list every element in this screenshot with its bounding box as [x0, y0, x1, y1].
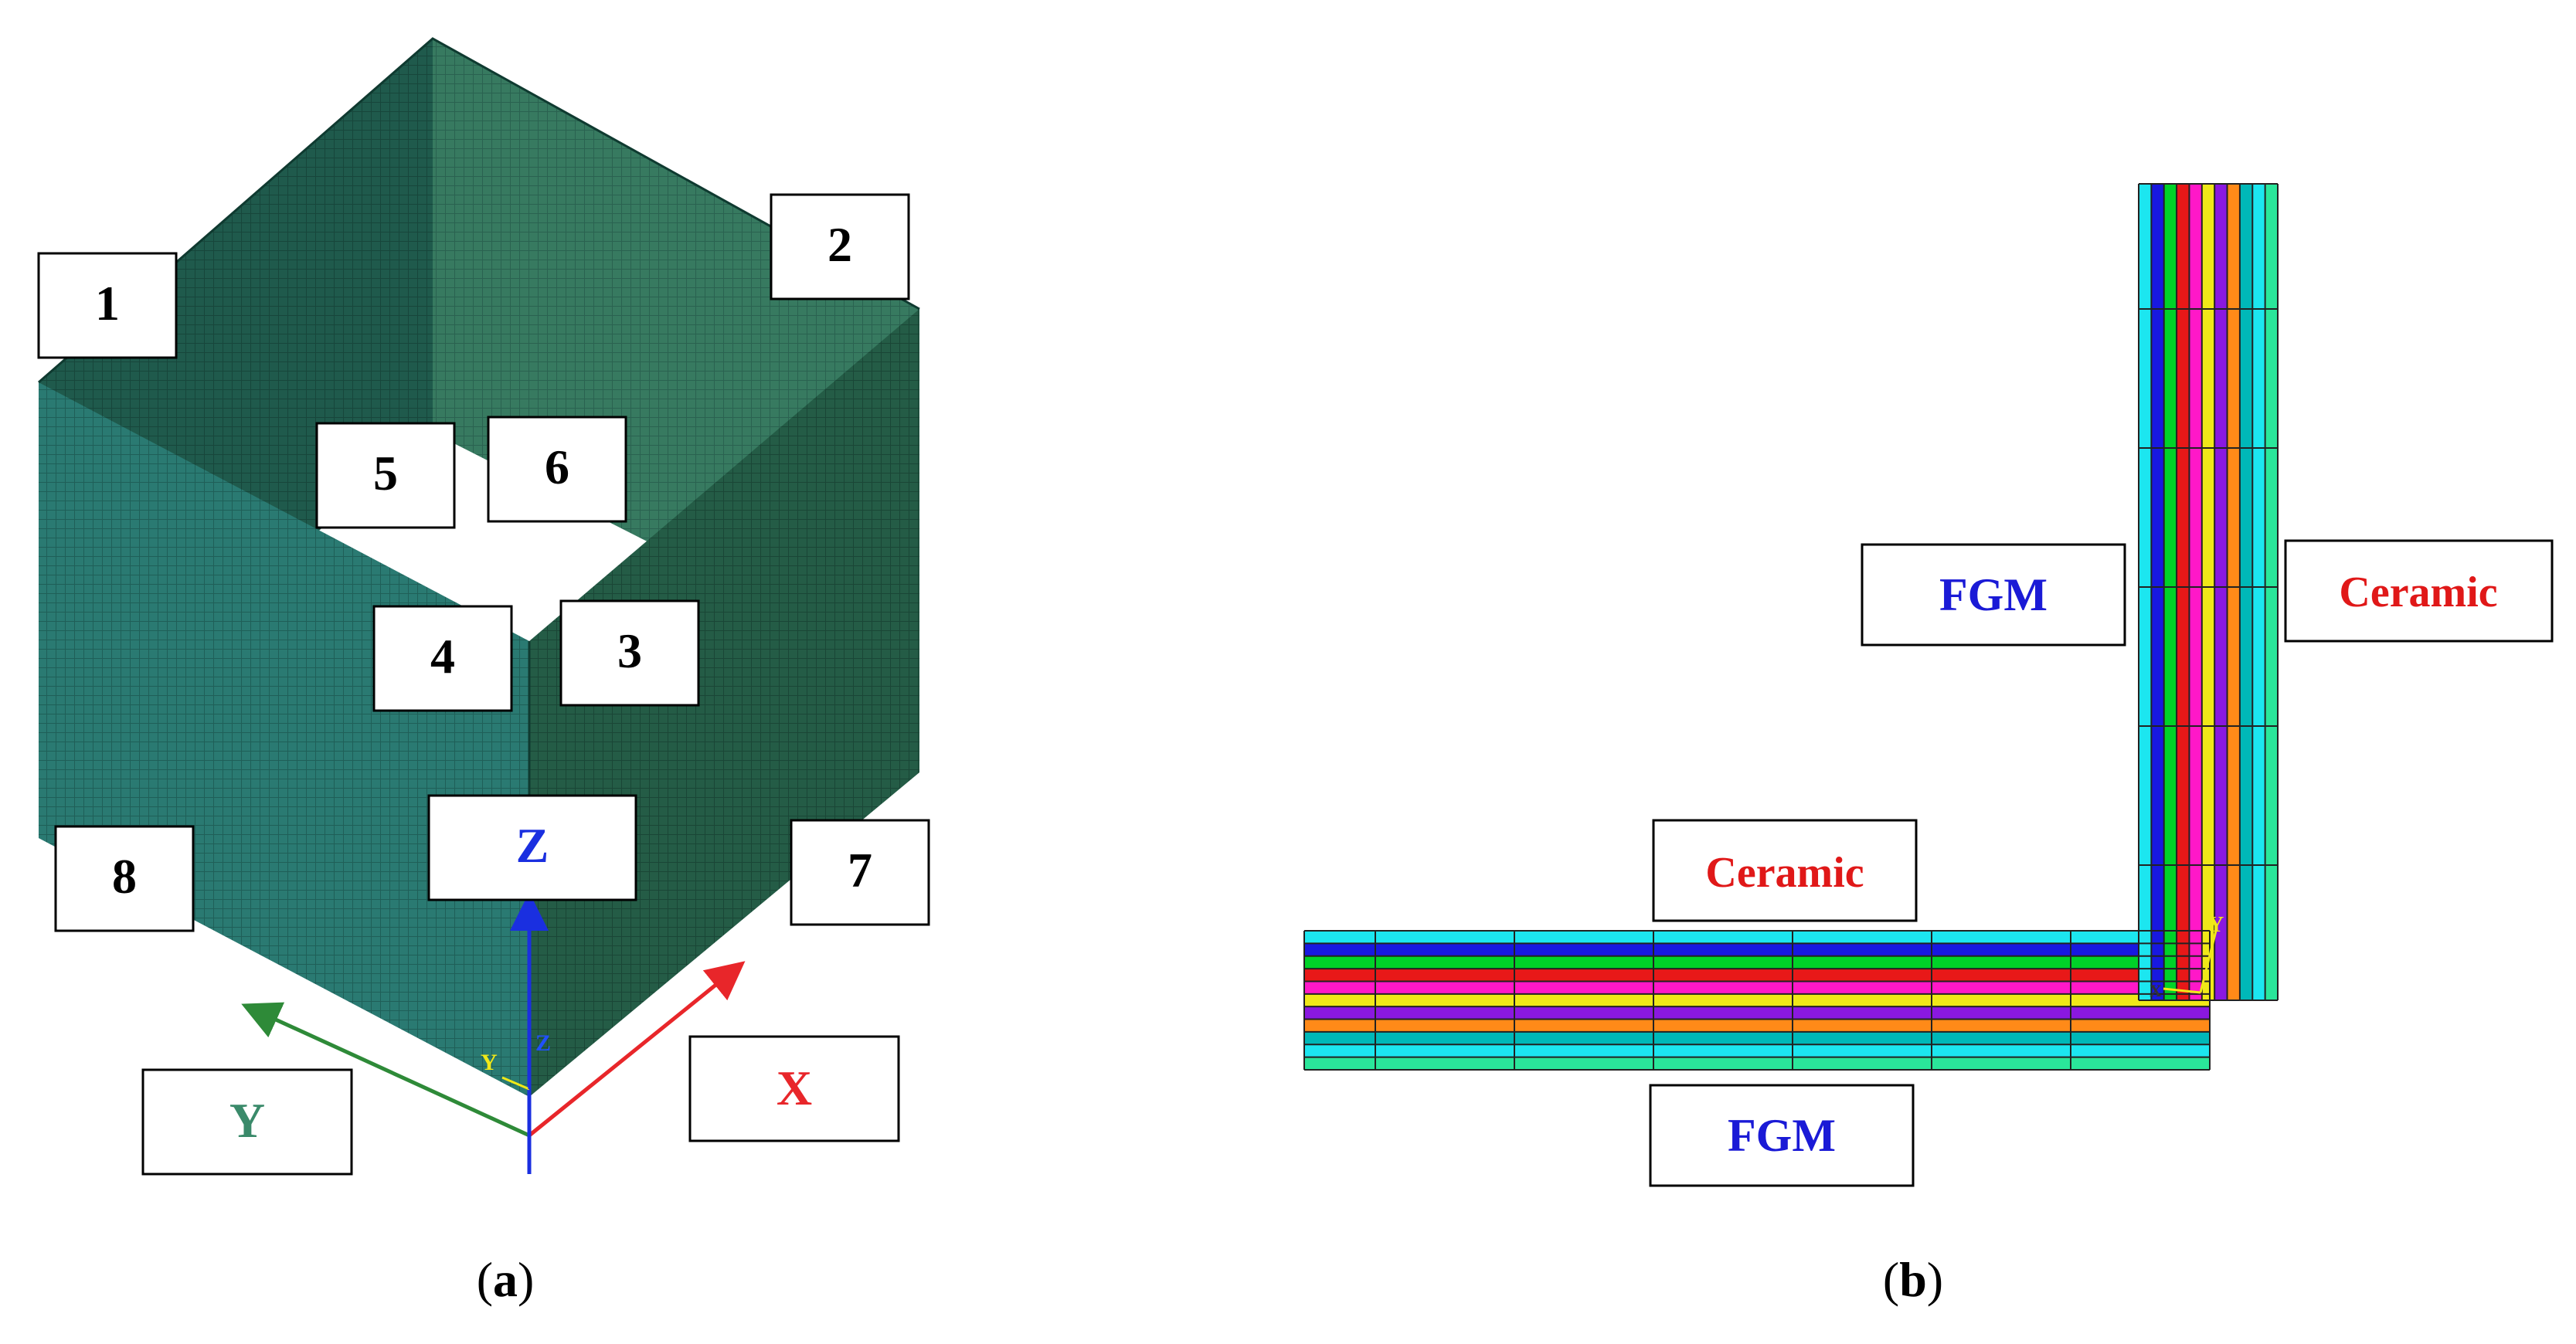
- svg-text:X: X: [777, 1061, 812, 1115]
- svg-text:Ceramic: Ceramic: [1705, 849, 1864, 897]
- origin-triad: Y Z X: [481, 1030, 598, 1091]
- svg-text:2: 2: [828, 217, 852, 272]
- triad-x-label: X: [586, 1048, 598, 1067]
- vertical-layer: [2189, 184, 2202, 1000]
- caption-a: (a): [476, 1252, 535, 1307]
- horizontal-layer: [1304, 969, 2210, 982]
- svg-text:8: 8: [112, 849, 137, 904]
- label-fgm-bottom: FGM: [1649, 1084, 1915, 1187]
- node-label-2: 2: [770, 193, 910, 300]
- horizontal-layer: [1304, 1006, 2210, 1020]
- node-label-8: 8: [54, 825, 195, 932]
- vertical-layer: [2163, 184, 2177, 1000]
- horizontal-layer: [1304, 931, 2210, 944]
- svg-text:1: 1: [95, 276, 120, 331]
- caption-b-letter: b: [1899, 1252, 1927, 1307]
- triad-y-label: Y: [481, 1050, 498, 1075]
- vertical-layer: [2201, 184, 2215, 1000]
- panel-b: Y X FGM Ceramic Ceramic FGM: [1303, 183, 2554, 1187]
- svg-text:Z: Z: [516, 818, 549, 873]
- horizontal-layer: [1304, 955, 2210, 969]
- axis-label-z: Z: [427, 794, 637, 901]
- svg-text:Ceramic: Ceramic: [2339, 568, 2497, 616]
- axis-label-x: X: [688, 1035, 900, 1142]
- horizontal-leg: [1304, 931, 2210, 1070]
- vertical-layer: [2214, 184, 2228, 1000]
- node-label-5: 5: [315, 422, 456, 529]
- horizontal-layer: [1304, 993, 2210, 1007]
- front-left-wall: [39, 382, 529, 1097]
- vertical-leg: [2139, 184, 2278, 1000]
- horizontal-layer: [1304, 1031, 2210, 1045]
- svg-text:Y: Y: [229, 1093, 265, 1148]
- y-axis-arrow: [241, 1002, 531, 1138]
- node-label-7: 7: [790, 819, 930, 926]
- svg-text:5: 5: [373, 446, 398, 501]
- node-label-4: 4: [372, 605, 513, 712]
- mesh-grid: [1303, 183, 2279, 1071]
- svg-text:6: 6: [545, 440, 569, 494]
- panel-a: Y Z X 1 2 5 6 4 3: [37, 37, 930, 1176]
- svg-text:FGM: FGM: [1939, 569, 2048, 620]
- horizontal-layer: [1304, 1057, 2210, 1070]
- caption-b: (b): [1882, 1252, 1944, 1307]
- horizontal-layer: [1304, 1019, 2210, 1032]
- horizontal-layer: [1304, 981, 2210, 994]
- horizontal-layer: [1304, 943, 2210, 956]
- vertical-layer: [2151, 184, 2164, 1000]
- corner-triad: Y X: [2149, 913, 2224, 1000]
- caption-a-letter: a: [493, 1252, 518, 1307]
- vertical-layer: [2139, 184, 2152, 1000]
- vertical-layer: [2239, 184, 2253, 1000]
- axis-system: Y Z X: [241, 892, 746, 1174]
- label-ceramic-right: Ceramic: [2284, 539, 2554, 643]
- opening: [363, 506, 610, 641]
- svg-text:7: 7: [848, 843, 872, 898]
- node-label-1: 1: [37, 252, 178, 359]
- vertical-layer: [2227, 184, 2240, 1000]
- vertical-layer: [2265, 184, 2278, 1000]
- x-axis-arrow: [528, 961, 746, 1137]
- corner-triad-x: X: [2149, 981, 2162, 1000]
- vertical-layer: [2252, 184, 2265, 1000]
- triad-z-label: Z: [535, 1030, 551, 1056]
- axis-label-y: Y: [141, 1068, 353, 1176]
- label-ceramic-mid: Ceramic: [1652, 819, 1918, 922]
- horizontal-layer: [1304, 1044, 2210, 1057]
- svg-text:4: 4: [430, 629, 455, 684]
- svg-text:FGM: FGM: [1728, 1110, 1836, 1161]
- node-label-6: 6: [487, 416, 627, 523]
- svg-text:3: 3: [617, 623, 642, 678]
- vertical-layer: [2177, 184, 2190, 1000]
- corner-triad-y: Y: [2208, 913, 2224, 937]
- node-label-3: 3: [559, 599, 700, 707]
- label-fgm-top: FGM: [1861, 543, 2126, 647]
